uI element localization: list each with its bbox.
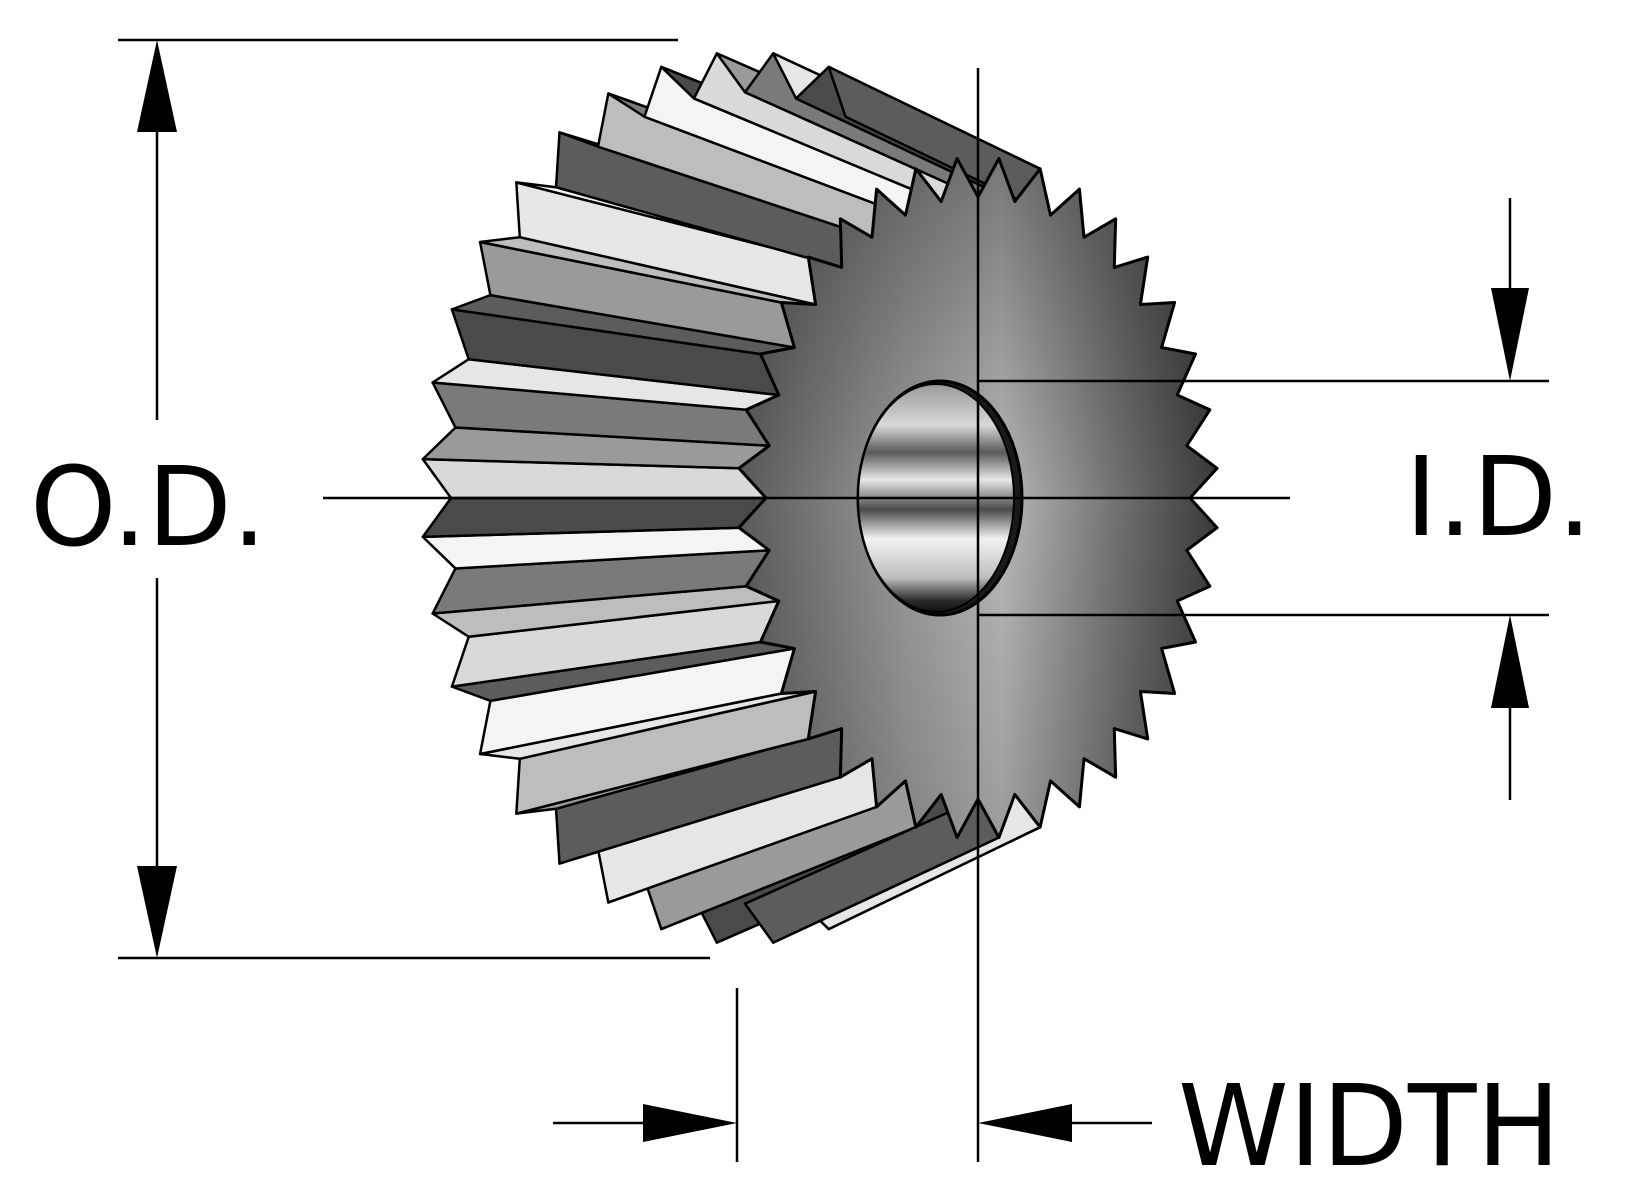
id-label: I.D. <box>1405 433 1592 561</box>
od-arrow-down-icon <box>137 866 177 958</box>
width-dimension <box>553 988 1152 1162</box>
od-arrow-up-icon <box>137 40 177 132</box>
id-arrow-down-icon <box>1491 288 1529 381</box>
gear-teeth <box>421 52 1052 944</box>
width-label: WIDTH <box>1178 1062 1561 1192</box>
id-arrow-up-icon <box>1491 615 1529 708</box>
id-dimension <box>978 198 1549 800</box>
width-arrow-right-icon <box>643 1104 737 1142</box>
width-arrow-left-icon <box>978 1104 1072 1142</box>
od-dimension <box>118 38 710 960</box>
od-label: O.D. <box>30 443 267 571</box>
